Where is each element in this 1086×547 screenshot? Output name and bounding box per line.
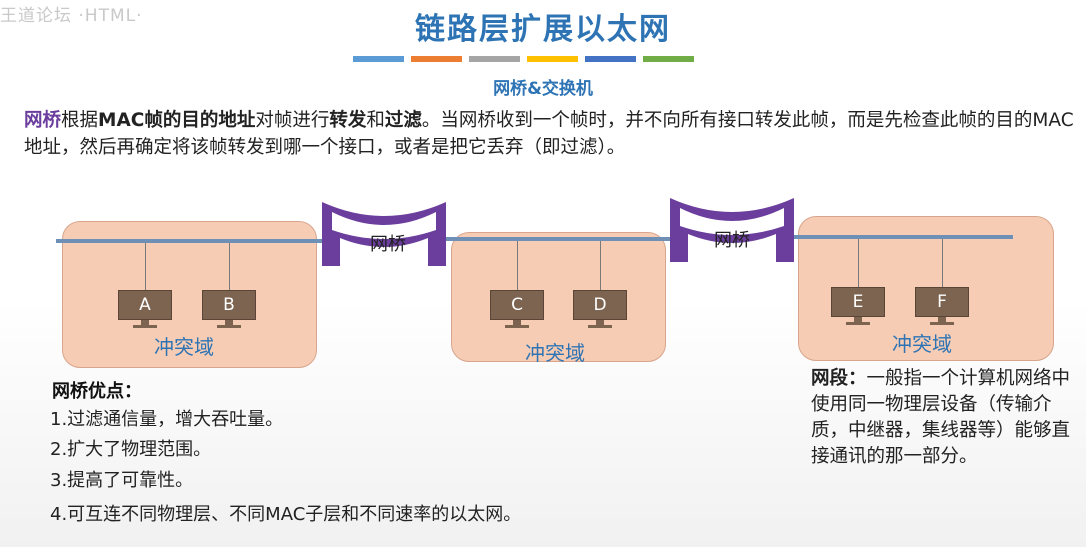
host-drop-line xyxy=(517,241,518,290)
page-title: 链路层扩展以太网 xyxy=(415,12,671,47)
monitor-stand xyxy=(513,320,521,325)
monitor-stand xyxy=(225,320,233,325)
collision-domain-left xyxy=(62,221,317,368)
host-drop-line xyxy=(942,239,943,287)
advantages-title: 网桥优点： xyxy=(52,381,142,402)
host-label: C xyxy=(490,290,544,320)
collision-domain-label: 冲突域 xyxy=(154,335,214,359)
color-bar-segment xyxy=(527,56,578,62)
host-d: D xyxy=(573,290,627,328)
intro-text: 。当网桥收到一个帧时，并不向所有接口转发此帧，而是先检查此帧的目的MAC地址，然… xyxy=(24,110,1074,158)
monitor-base xyxy=(505,325,529,328)
bridge-icon xyxy=(670,198,794,262)
advantage-item: 2.扩大了物理范围。 xyxy=(50,439,212,460)
monitor-base xyxy=(133,325,157,328)
bridge-label: 网桥 xyxy=(714,230,750,251)
monitor-stand xyxy=(596,320,604,325)
bus-line-right xyxy=(785,235,1013,239)
monitor-base xyxy=(846,322,870,325)
intro-text: 对帧进行 xyxy=(255,110,330,131)
host-label: F xyxy=(915,287,969,317)
color-bar-segment xyxy=(353,56,404,62)
page-subtitle: 网桥&交换机 xyxy=(493,79,593,99)
bus-line-left xyxy=(56,239,328,243)
host-label: A xyxy=(118,290,172,320)
host-drop-line xyxy=(858,239,859,287)
segment-text: 一般指一个计算机网络中使用同一物理层设备（传输介质，中继器，集线器等）能够直接通… xyxy=(811,368,1071,467)
segment-definition: 网段：一般指一个计算机网络中使用同一物理层设备（传输介质，中继器，集线器等）能够… xyxy=(811,366,1076,470)
monitor-stand xyxy=(854,317,862,322)
intro-bold-filter: 过滤 xyxy=(384,110,422,131)
intro-text: 根据 xyxy=(61,110,99,131)
host-f: F xyxy=(915,287,969,325)
watermark: 王道论坛 ·HTML· xyxy=(0,6,143,26)
intro-paragraph: 网桥根据MAC帧的目的地址对帧进行转发和过滤。当网桥收到一个帧时，并不向所有接口… xyxy=(24,107,1074,161)
advantage-item: 4.可互连不同物理层、不同MAC子层和不同速率的以太网。 xyxy=(50,504,522,525)
host-a: A xyxy=(118,290,172,328)
host-drop-line xyxy=(145,243,146,290)
intro-term-bridge: 网桥 xyxy=(24,110,62,131)
color-bar-segment xyxy=(411,56,462,62)
intro-bold-mac: MAC帧的目的地址 xyxy=(98,110,256,131)
segment-term: 网段： xyxy=(811,368,867,389)
color-bar-segment xyxy=(585,56,636,62)
host-e: E xyxy=(831,287,885,325)
intro-text: 和 xyxy=(366,110,385,131)
host-drop-line xyxy=(229,243,230,290)
monitor-base xyxy=(930,322,954,325)
color-bar-segment xyxy=(469,56,520,62)
bus-line-middle xyxy=(442,237,676,241)
collision-domain-label: 冲突域 xyxy=(892,332,952,356)
intro-bold-forward: 转发 xyxy=(329,110,367,131)
host-c: C xyxy=(490,290,544,328)
advantage-item: 3.提高了可靠性。 xyxy=(50,470,194,491)
collision-domain-label: 冲突域 xyxy=(525,341,585,365)
monitor-base xyxy=(588,325,612,328)
host-drop-line xyxy=(600,241,601,290)
host-label: B xyxy=(202,290,256,320)
bridge-label: 网桥 xyxy=(370,234,406,255)
bridge-icon xyxy=(322,202,446,266)
monitor-stand xyxy=(938,317,946,322)
color-bar-segment xyxy=(643,56,694,62)
host-label: E xyxy=(831,287,885,317)
monitor-base xyxy=(217,325,241,328)
host-label: D xyxy=(573,290,627,320)
host-b: B xyxy=(202,290,256,328)
collision-domain-middle xyxy=(451,232,666,362)
monitor-stand xyxy=(141,320,149,325)
advantage-item: 1.过滤通信量，增大吞吐量。 xyxy=(50,409,284,430)
